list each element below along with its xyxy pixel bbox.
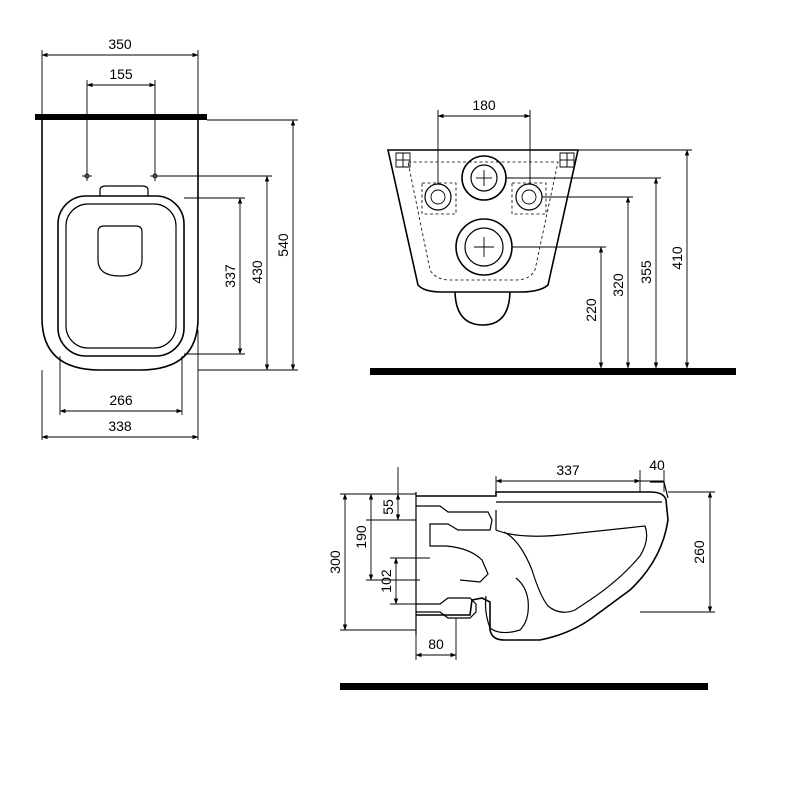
top-view: 350 155 540 430 337 266 338 — [35, 36, 298, 440]
top-view-wall-bar — [35, 114, 207, 120]
side-view-floor-bar — [340, 683, 708, 690]
front-view-outlet — [455, 218, 513, 276]
dim-side-rim-offset: 40 — [649, 457, 665, 473]
top-view-fixing-right — [150, 171, 160, 181]
dim-front-height-outlet: 220 — [583, 298, 599, 322]
side-view-inlet-pipe — [416, 505, 493, 583]
side-view: 337 40 55 190 300 102 80 260 — [327, 457, 715, 690]
dim-side-total-height: 300 — [327, 550, 343, 574]
front-view-body-outline — [387, 149, 579, 293]
dim-top-bowl-width: 338 — [108, 418, 132, 434]
dim-side-outlet-projection: 80 — [428, 636, 444, 652]
side-view-back-rim — [650, 481, 669, 499]
front-view: 180 220 320 355 410 — [370, 97, 736, 375]
top-view-seat-inner — [65, 203, 177, 349]
front-view-bottom-bulge — [454, 291, 511, 326]
dim-top-seat-opening-width: 266 — [109, 392, 133, 408]
top-view-bowl-opening — [97, 225, 143, 277]
front-view-inlet — [461, 155, 507, 201]
front-view-inner-hidden — [407, 161, 559, 281]
top-view-seat-hinge — [99, 185, 149, 196]
front-view-fixing-left — [395, 152, 411, 168]
dim-side-inlet-height: 190 — [353, 525, 369, 549]
front-view-side-hole-right — [511, 182, 547, 215]
dim-front-height-top-fixing: 410 — [669, 246, 685, 270]
dim-side-bowl-height: 260 — [691, 540, 707, 564]
dim-front-fixing-spacing: 180 — [472, 97, 496, 113]
top-view-bowl-outline — [41, 120, 199, 371]
front-view-fixing-right — [559, 152, 575, 168]
top-view-fixing-left — [82, 171, 92, 181]
dim-top-fixing-spacing: 155 — [109, 66, 133, 82]
side-view-body-outline — [416, 491, 669, 641]
dim-front-height-inlet: 320 — [610, 273, 626, 297]
dim-top-length-to-fixing: 430 — [249, 260, 265, 284]
front-view-side-hole-left — [421, 182, 457, 215]
dim-top-length-total: 540 — [275, 233, 291, 257]
dim-top-seat-opening-length: 337 — [222, 264, 238, 288]
dim-top-width-total: 350 — [108, 36, 132, 52]
dim-side-bowl-depth: 337 — [556, 462, 580, 478]
dim-front-height-side-holes: 355 — [638, 260, 654, 284]
side-view-bowl-inner — [495, 510, 648, 613]
side-view-outlet-pipe — [416, 597, 477, 619]
side-view-trap — [484, 577, 529, 634]
front-view-floor-bar — [370, 368, 736, 375]
dim-side-outlet-diameter: 102 — [378, 569, 394, 593]
dim-side-inlet-drop: 55 — [380, 499, 396, 515]
top-view-seat-outer — [57, 195, 185, 357]
